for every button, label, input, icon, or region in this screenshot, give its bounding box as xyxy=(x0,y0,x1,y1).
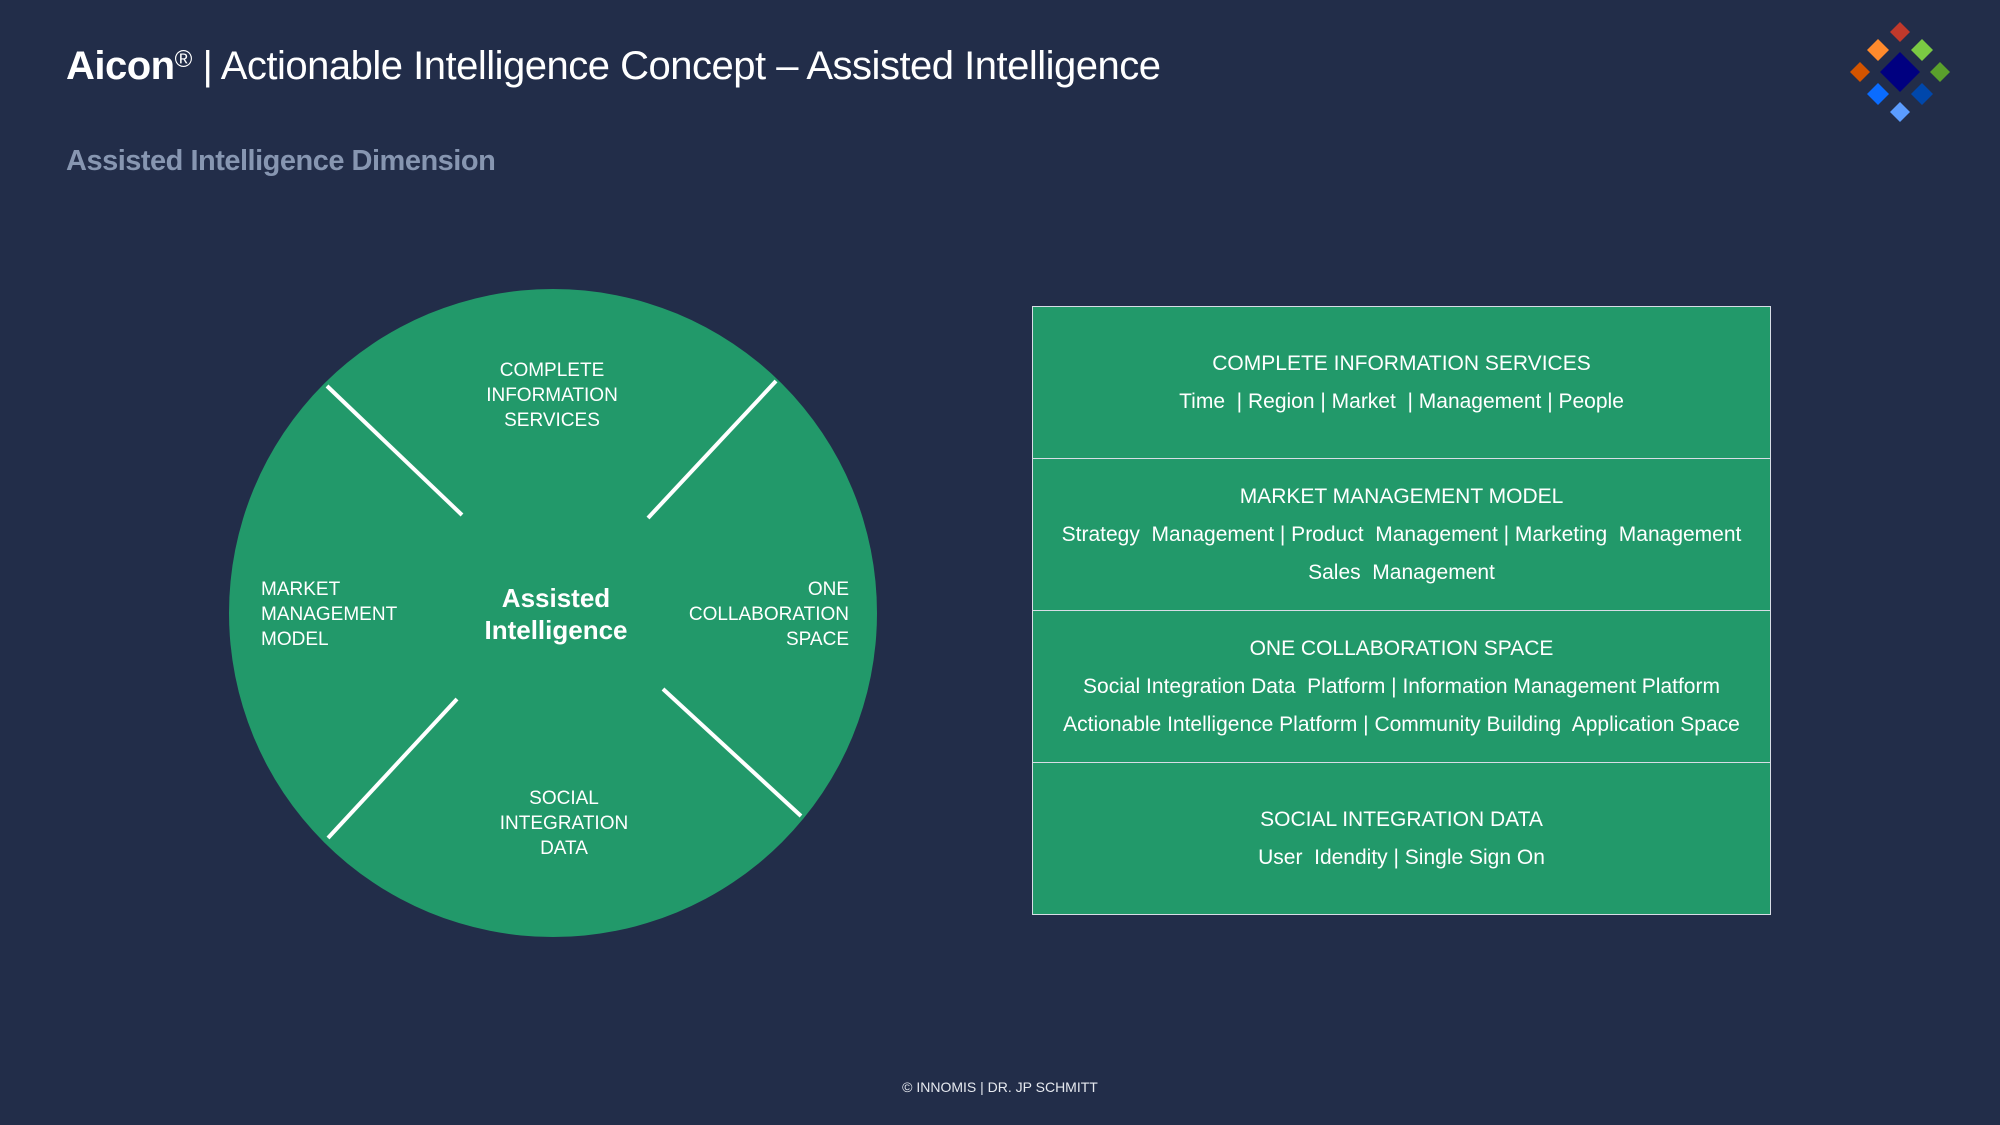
row-heading: COMPLETE INFORMATION SERVICES xyxy=(1212,351,1591,375)
logo-diamond xyxy=(1890,102,1910,122)
divider-line-bottom-right xyxy=(661,687,803,818)
title-separator: | xyxy=(202,44,213,88)
logo-diamond xyxy=(1867,39,1889,61)
logo-diamond xyxy=(1867,83,1889,105)
title-text: Actionable Intelligence Concept – Assist… xyxy=(220,44,1161,88)
row-heading: ONE COLLABORATION SPACE xyxy=(1249,636,1554,660)
table-row: COMPLETE INFORMATION SERVICES Time | Reg… xyxy=(1033,307,1770,459)
page-subtitle: Assisted Intelligence Dimension xyxy=(66,145,496,177)
logo-diamond xyxy=(1850,62,1870,82)
registered-mark: ® xyxy=(174,46,193,73)
row-detail: Sales Management xyxy=(1308,560,1495,584)
table-row: SOCIAL INTEGRATION DATA User Idendity | … xyxy=(1033,763,1770,914)
page-title: Aicon® | Actionable Intelligence Concept… xyxy=(66,44,1161,89)
center-label: Assisted Intelligence xyxy=(484,583,628,645)
logo-diamond xyxy=(1911,39,1933,61)
diamond-grid-logo-icon xyxy=(1850,22,1950,122)
segment-label-one-collaboration-space: ONE COLLABORATION SPACE xyxy=(688,579,849,650)
row-detail: Actionable Intelligence Platform | Commu… xyxy=(1063,712,1740,736)
circle-background xyxy=(229,289,877,937)
row-detail: Social Integration Data Platform | Infor… xyxy=(1083,674,1720,698)
logo-diamond xyxy=(1890,22,1910,42)
segment-label-complete-information-services: COMPLETE INFORMATION SERVICES xyxy=(486,360,618,431)
table-row: MARKET MANAGEMENT MODEL Strategy Managem… xyxy=(1033,459,1770,611)
segment-label-market-management-model: MARKET MANAGEMENT MODEL xyxy=(261,579,398,650)
row-detail: Time | Region | Market | Management | Pe… xyxy=(1179,389,1624,413)
brand-name: Aicon xyxy=(66,44,175,88)
row-detail: User Idendity | Single Sign On xyxy=(1258,845,1545,869)
assisted-intelligence-circle xyxy=(229,289,877,937)
table-row: ONE COLLABORATION SPACE Social Integrati… xyxy=(1033,611,1770,763)
logo-diamond xyxy=(1880,52,1920,92)
divider-line-top-left xyxy=(325,384,464,517)
row-heading: MARKET MANAGEMENT MODEL xyxy=(1239,484,1564,508)
row-heading: SOCIAL INTEGRATION DATA xyxy=(1260,807,1543,831)
divider-line-bottom-left xyxy=(326,697,459,840)
dimension-table: COMPLETE INFORMATION SERVICES Time | Reg… xyxy=(1032,306,1771,915)
divider-line-top-right xyxy=(646,379,778,520)
row-detail: Strategy Management | Product Management… xyxy=(1061,522,1742,546)
logo-diamond xyxy=(1930,62,1950,82)
footer-copyright: © INNOMIS | DR. JP SCHMITT xyxy=(902,1079,1098,1095)
logo-diamond xyxy=(1911,83,1933,105)
segment-label-social-integration-data: SOCIAL INTEGRATION DATA xyxy=(499,788,629,859)
